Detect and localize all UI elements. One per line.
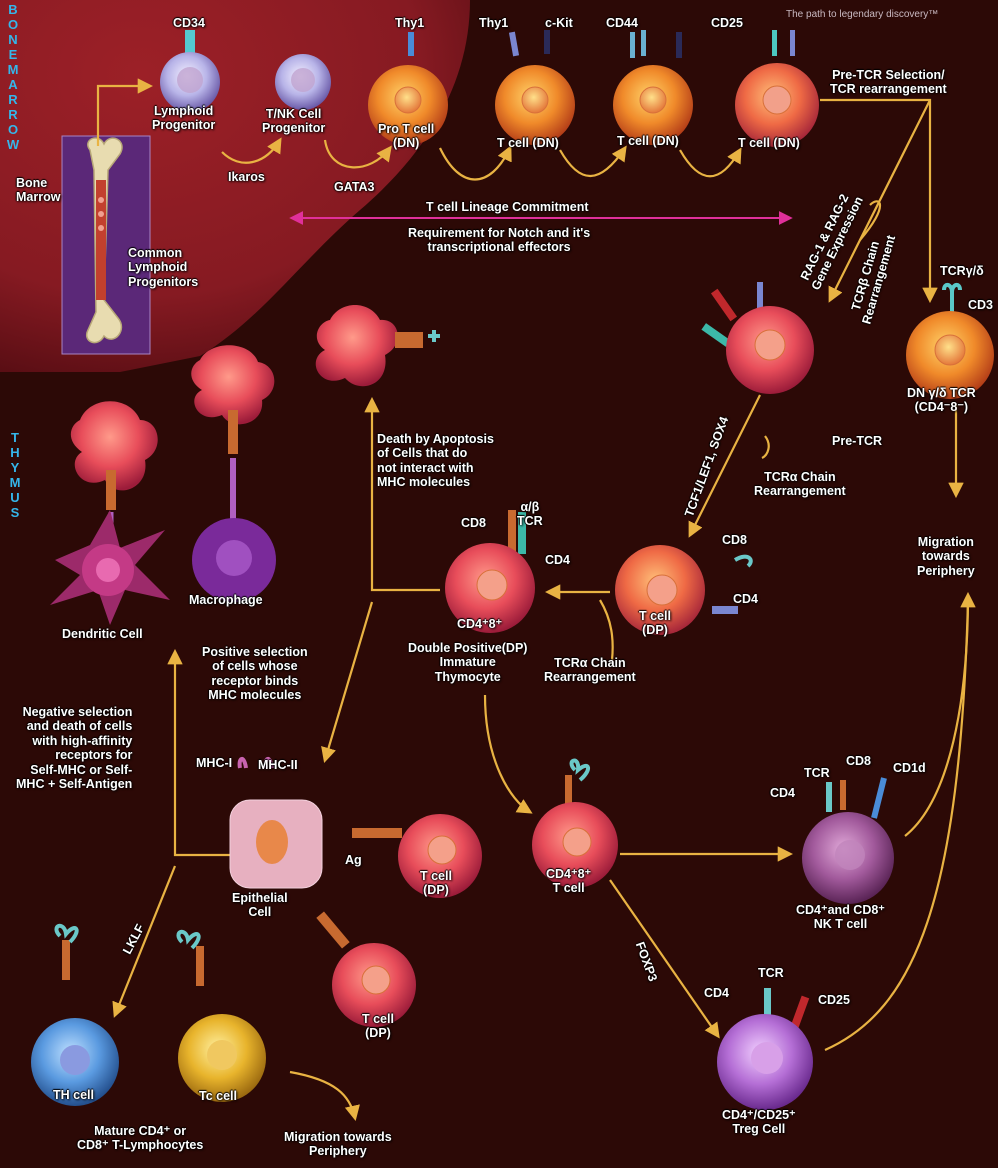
label-pre-tcr-selection: Pre-TCR Selection/ TCR rearrangement [830, 68, 947, 97]
label-t-cell-dp-3: T cell (DP) [362, 1012, 394, 1041]
label-macrophage: Macrophage [189, 593, 263, 607]
cell-t-dn-3 [735, 30, 819, 147]
marker-cd8-nkt: CD8 [846, 754, 871, 768]
label-common-lymphoid: Common Lymphoid Progenitors [128, 246, 198, 289]
label-tcra-rearr-1: TCRα Chain Rearrangement [754, 470, 846, 499]
marker-pre-tcr: Pre-TCR [832, 434, 882, 448]
label-tc-cell: Tc cell [199, 1089, 237, 1103]
marker-thy1-b: Thy1 [479, 16, 508, 30]
marker-tcr-treg: TCR [758, 966, 784, 980]
cell-dendritic [50, 510, 170, 625]
label-death-apoptosis: Death by Apoptosis of Cells that do not … [377, 432, 494, 490]
label-tcra-rearr-2: TCRα Chain Rearrangement [544, 656, 636, 685]
label-t-cell-dp: T cell (DP) [639, 609, 671, 638]
label-dp-marker: CD4⁺8⁺ [457, 617, 502, 631]
cell-pre-tcr [701, 282, 814, 394]
label-nk-t-cell: CD4⁺and CD8⁺ NK T cell [796, 903, 885, 932]
marker-cd4-nkt: CD4 [770, 786, 795, 800]
marker-ag: Ag [345, 853, 362, 867]
cell-tnk-progenitor [275, 54, 331, 110]
cell-macrophage [192, 518, 276, 602]
cell-t-dp-2 [352, 814, 482, 898]
cell-t-dp [615, 545, 751, 635]
label-negative-selection: Negative selection and death of cells wi… [16, 705, 132, 791]
label-th-cell: TH cell [53, 1088, 94, 1102]
marker-ab-tcr: α/β TCR [517, 500, 543, 529]
label-lineage-commitment: T cell Lineage Commitment [426, 200, 589, 214]
cell-nk-t [802, 778, 894, 904]
cell-t-dp-3 [316, 911, 416, 1027]
label-double-positive: Double Positive(DP) Immature Thymocyte [408, 641, 527, 684]
cell-th [31, 926, 119, 1106]
cell-treg [717, 988, 813, 1110]
marker-thy1-a: Thy1 [395, 16, 424, 30]
cell-tc [178, 932, 266, 1102]
marker-ckit: c-Kit [545, 16, 573, 30]
label-migration-2: Migration towards Periphery [284, 1130, 392, 1159]
marker-cd3: CD3 [968, 298, 993, 312]
cell-apoptotic [316, 305, 440, 386]
cell-t-dn-1 [495, 30, 575, 145]
label-t-cell-dn-3: T cell (DN) [738, 136, 800, 150]
label-t-cell-dn-2: T cell (DN) [617, 134, 679, 148]
section-label-thymus: THYMUS [8, 430, 22, 520]
label-gata3: GATA3 [334, 180, 375, 194]
cell-dendritic-apoptotic [71, 401, 158, 530]
label-t-cell-dn-1: T cell (DN) [497, 136, 559, 150]
label-positive-selection: Positive selection of cells whose recept… [202, 645, 308, 703]
tagline: The path to legendary discovery™ [786, 9, 938, 20]
bone-illustration [62, 136, 150, 354]
marker-cd25-treg: CD25 [818, 993, 850, 1007]
marker-cd4-dp2: CD4 [733, 592, 758, 606]
label-migration-1: Migration towards Periphery [917, 535, 975, 578]
label-tnk-progenitor: T/NK Cell Progenitor [262, 107, 325, 136]
marker-cd4-treg: CD4 [704, 986, 729, 1000]
label-notch-requirement: Requirement for Notch and it's transcrip… [408, 226, 590, 255]
label-bone-marrow: Bone Marrow [16, 176, 60, 205]
label-lymphoid-progenitor: Lymphoid Progenitor [152, 104, 215, 133]
marker-cd1d: CD1d [893, 761, 926, 775]
label-treg-cell: CD4⁺/CD25⁺ Treg Cell [722, 1108, 796, 1137]
marker-cd4-dp: CD4 [545, 553, 570, 567]
marker-cd8-dp: CD8 [461, 516, 486, 530]
marker-tcr-nkt: TCR [804, 766, 830, 780]
label-ikaros: Ikaros [228, 170, 265, 184]
marker-cd34: CD34 [173, 16, 205, 30]
marker-tcr-gd: TCRγ/δ [940, 264, 984, 278]
label-pro-t-cell: Pro T cell (DN) [378, 122, 434, 151]
label-epithelial-cell: Epithelial Cell [232, 891, 288, 920]
marker-cd8-dp2: CD8 [722, 533, 747, 547]
cell-epithelial [230, 759, 322, 888]
label-mature: Mature CD4⁺ or CD8⁺ T-Lymphocytes [77, 1124, 203, 1153]
section-label-bone-marrow: BONE MARROW [6, 2, 20, 177]
label-dendritic-cell: Dendritic Cell [62, 627, 143, 641]
marker-cd25-top: CD25 [711, 16, 743, 30]
label-dn-gd-tcr: DN γ/δ TCR (CD4⁻8⁻) [907, 386, 976, 415]
marker-mhc-i: MHC-I [196, 756, 232, 770]
marker-cd44: CD44 [606, 16, 638, 30]
label-t-cell-dp-2: T cell (DP) [420, 869, 452, 898]
cell-t-dn-2 [613, 30, 693, 145]
label-cd48-t-cell: CD4⁺8⁺ T cell [546, 867, 591, 896]
cell-macrophage-apoptotic [191, 345, 274, 520]
marker-mhc-ii: MHC-II [258, 758, 298, 772]
